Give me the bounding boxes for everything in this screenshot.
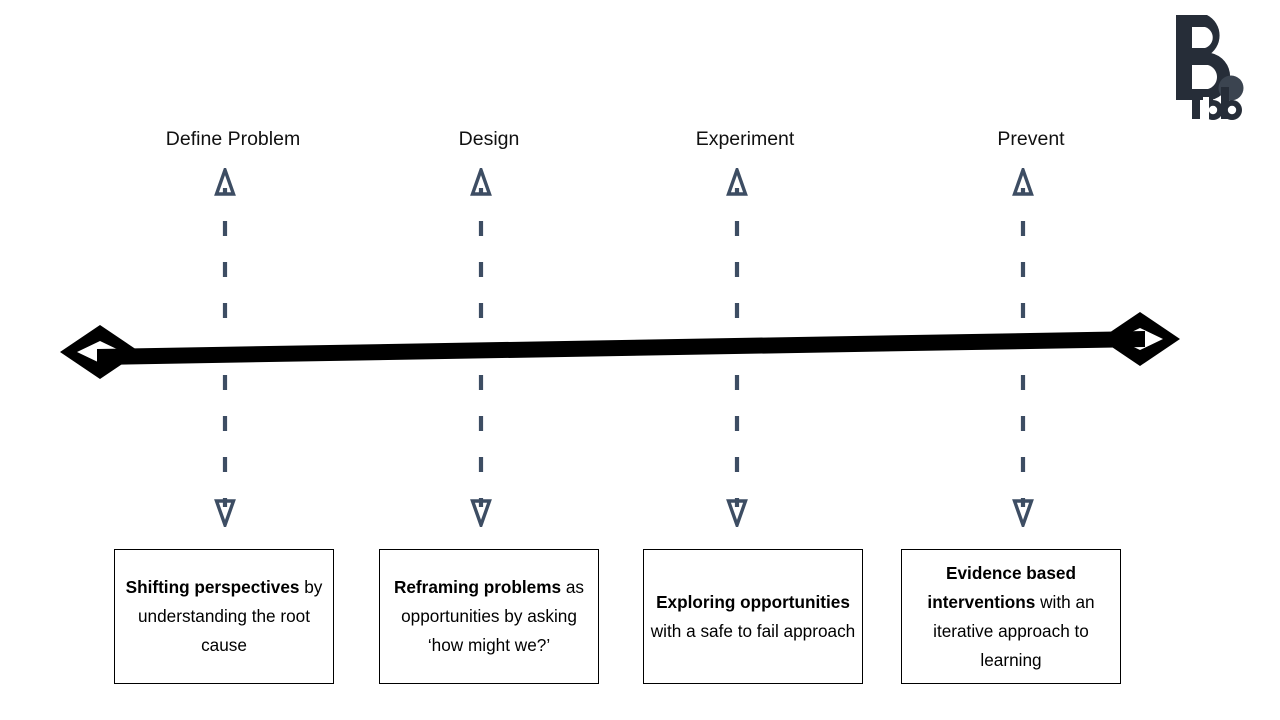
outcome-box-evidence-based-interventions: Evidence based interventions with an ite… <box>901 549 1121 684</box>
b-lab-logo <box>1145 5 1270 130</box>
outcome-box-exploring-opportunities: Exploring opportunities with a safe to f… <box>643 549 863 684</box>
stage-label-design: Design <box>458 128 520 150</box>
down-arrow-connector-exploring-opportunities <box>720 375 754 527</box>
up-arrow-connector-prevent <box>1006 168 1040 318</box>
outcome-text: Reframing problems as opportunities by a… <box>393 577 585 655</box>
process-timeline-bar <box>55 305 1185 390</box>
stage-label-experiment: Experiment <box>695 128 795 150</box>
outcome-box-reframing-problems: Reframing problems as opportunities by a… <box>379 549 599 684</box>
up-arrow-connector-define-problem <box>208 168 242 318</box>
down-arrow-connector-shifting-perspectives <box>208 375 242 527</box>
up-arrow-connector-experiment <box>720 168 754 318</box>
outcome-text: Shifting perspectives by understanding t… <box>125 577 323 655</box>
up-arrow-connector-design <box>464 168 498 318</box>
outcome-text: Exploring opportunities with a safe to f… <box>650 591 856 641</box>
down-arrow-connector-reframing-problems <box>464 375 498 527</box>
outcome-text: Evidence based interventions with an ite… <box>927 562 1095 670</box>
stage-label-define-problem: Define Problem <box>165 128 301 150</box>
outcome-box-shifting-perspectives: Shifting perspectives by understanding t… <box>114 549 334 684</box>
stage-label-prevent: Prevent <box>997 128 1065 150</box>
down-arrow-connector-evidence-based-interventions <box>1006 375 1040 527</box>
